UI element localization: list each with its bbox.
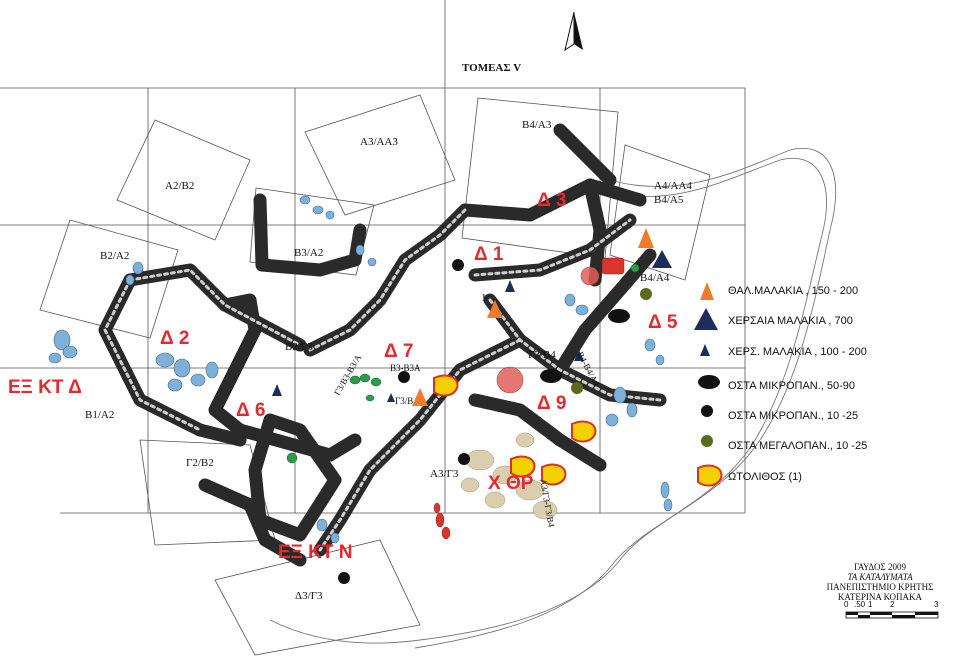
area-label: Δ 9 [537, 393, 567, 414]
grid-label: Α2/Β2 [165, 180, 195, 192]
scale-tick: 1 [868, 600, 873, 609]
scale-labels: 0 .50 1 2 3 [844, 600, 944, 624]
legend-label: ΩΤΟΛΙΘΟΣ (1) [728, 471, 802, 483]
grid-label: Γ2/Β2 [186, 457, 214, 469]
otolith-marker [433, 374, 459, 397]
otolith-marker [571, 420, 597, 443]
area-label: Δ 6 [236, 400, 266, 421]
scale-bar [845, 611, 939, 619]
otolith-markers [433, 374, 597, 486]
area-label: ΕΞ ΚΤ Ν [278, 542, 353, 563]
legend-symbols [694, 282, 723, 487]
orange-triangle-markers [412, 228, 654, 406]
legend-black-dot-icon [701, 405, 713, 417]
legend-navy-triangle-icon [700, 344, 710, 356]
black-dot-marker [452, 259, 464, 271]
navy-triangle-marker [574, 350, 584, 361]
grid-label: Β2/Γ3 [285, 341, 313, 353]
legend-item: ΩΤΟΛΙΘΟΣ (1) [694, 466, 956, 490]
credits-line: ΤΑ ΚΑΤΑΛΥΜΑΤΑ [847, 572, 913, 582]
north-arrow-icon [564, 11, 583, 52]
grid-label: Β4/Α5 [654, 194, 684, 206]
area-label: Χ ΘΡ [488, 473, 534, 494]
grid-label: Γ3/Β [395, 396, 414, 406]
grid-label: Α4/ΑΑ4 [654, 180, 692, 192]
navy-triangle-marker [505, 280, 515, 292]
grid-label: Β4/Α4 [640, 272, 670, 284]
grid-label: Β2/Α2 [100, 250, 130, 262]
legend-label: ΟΣΤΑ ΜΙΚΡΟΠΑΝ., 10 -25 [728, 410, 859, 422]
rubble-area [460, 432, 558, 520]
map-credits: ΓΑΥΔΟΣ 2009 ΤΑ ΚΑΤΑΛΥΜΑΤΑ ΠΑΝΕΠΙΣΤΗΜΙΟ Κ… [820, 562, 940, 602]
red-finds [433, 257, 625, 540]
legend-label: ΟΣΤΑ ΜΙΚΡΟΠΑΝ., 50-90 [728, 380, 856, 392]
legend-label: ΧΕΡΣ. ΜΑΛΑΚΙΑ , 100 - 200 [728, 346, 867, 358]
orange-triangle-marker [412, 388, 428, 406]
credits-line: ΚΑΤΕΡΙΝΑ ΚΟΠΑΚΑ [837, 592, 923, 602]
black-oval-markers [540, 309, 630, 383]
olive-dot-marker [640, 288, 652, 300]
grid-label: Α3/ΑΑ3 [360, 136, 398, 148]
area-label: Δ 1 [474, 244, 504, 265]
scale-tick: 3 [934, 600, 939, 609]
legend-item: ΟΣΤΑ ΜΙΚΡΟΠΑΝ., 50-90 [694, 375, 956, 399]
credits-line: ΓΑΥΔΟΣ 2009 [854, 562, 906, 572]
scale-tick: .50 [854, 600, 866, 609]
blue-stones [48, 195, 673, 544]
scale-tick: 0 [844, 600, 849, 609]
wall-highlights [103, 208, 662, 552]
black-oval-marker [608, 309, 630, 323]
legend-olive-dot-icon [701, 435, 713, 447]
black-dot-marker [398, 371, 410, 383]
credits-line: ΠΑΝΕΠΙΣΤΗΜΙΟ ΚΡΗΤΗΣ [826, 582, 934, 592]
legend-navy-triangle-large-icon [694, 308, 718, 330]
area-label: Δ 2 [160, 328, 190, 349]
legend-otolith-icon [697, 464, 723, 487]
black-dot-marker [338, 572, 350, 584]
scale-tick: 2 [890, 600, 895, 609]
navy-triangle-large-marker [652, 250, 672, 268]
otolith-marker [541, 463, 567, 486]
find-number-label: 1 [481, 292, 487, 304]
green-stones [286, 263, 640, 464]
grid-label: Δ3/Γ3 [295, 590, 323, 602]
otolith-marker [510, 455, 536, 478]
grid-label: Β3-Β3Α [390, 363, 421, 373]
orange-triangle-marker [638, 228, 654, 248]
legend-item: ΧΕΡΣΑΙΑ ΜΑΛΑΚΙΑ , 700 [694, 310, 956, 334]
grid-label: Β3/Α2 [294, 247, 324, 259]
coastline [269, 147, 837, 649]
legend-item: ΟΣΤΑ ΜΙΚΡΟΠΑΝ., 10 -25 [694, 405, 956, 429]
navy-triangle-markers [272, 250, 672, 402]
legend-label: ΧΕΡΣΑΙΑ ΜΑΛΑΚΙΑ , 700 [728, 315, 853, 327]
navy-triangle-marker [272, 384, 282, 396]
grid-label: Α3/Γ3 [430, 468, 459, 480]
legend-item: ΟΣΤΑ ΜΕΓΑΛΟΠΑΝ., 10 -25 [694, 435, 956, 459]
area-label: Δ 5 [648, 312, 678, 333]
orange-triangle-marker [487, 300, 503, 318]
legend-orange-triangle-icon [700, 282, 714, 300]
area-label: ΕΞ ΚΤ Δ [8, 377, 82, 398]
olive-dot-markers [571, 288, 652, 394]
grid-label: Β1/Α2 [85, 409, 115, 421]
legend-black-oval-icon [698, 375, 720, 389]
legend-label: ΘΑΛ.ΜΑΛΑΚΙΑ , 150 - 200 [728, 285, 859, 297]
legend-item: ΧΕΡΣ. ΜΑΛΑΚΙΑ , 100 - 200 [694, 341, 956, 365]
area-label: Δ 3 [537, 190, 567, 211]
olive-dot-marker [571, 382, 583, 394]
legend-item: ΘΑΛ.ΜΑΛΑΚΙΑ , 150 - 200 [694, 280, 956, 304]
legend-label: ΟΣΤΑ ΜΕΓΑΛΟΠΑΝ., 10 -25 [728, 440, 868, 452]
black-dot-marker [458, 453, 470, 465]
navy-triangle-marker [387, 393, 395, 402]
black-oval-marker [540, 369, 562, 383]
grid-label: Γ3/Β4 [528, 349, 556, 361]
black-dot-markers [338, 259, 470, 584]
area-label: Δ 7 [384, 341, 414, 362]
sector-title: ΤΟΜΕΑΣ V [462, 62, 522, 74]
hearth-marks [496, 266, 600, 394]
grid-label: Β4/Α3 [522, 119, 552, 131]
